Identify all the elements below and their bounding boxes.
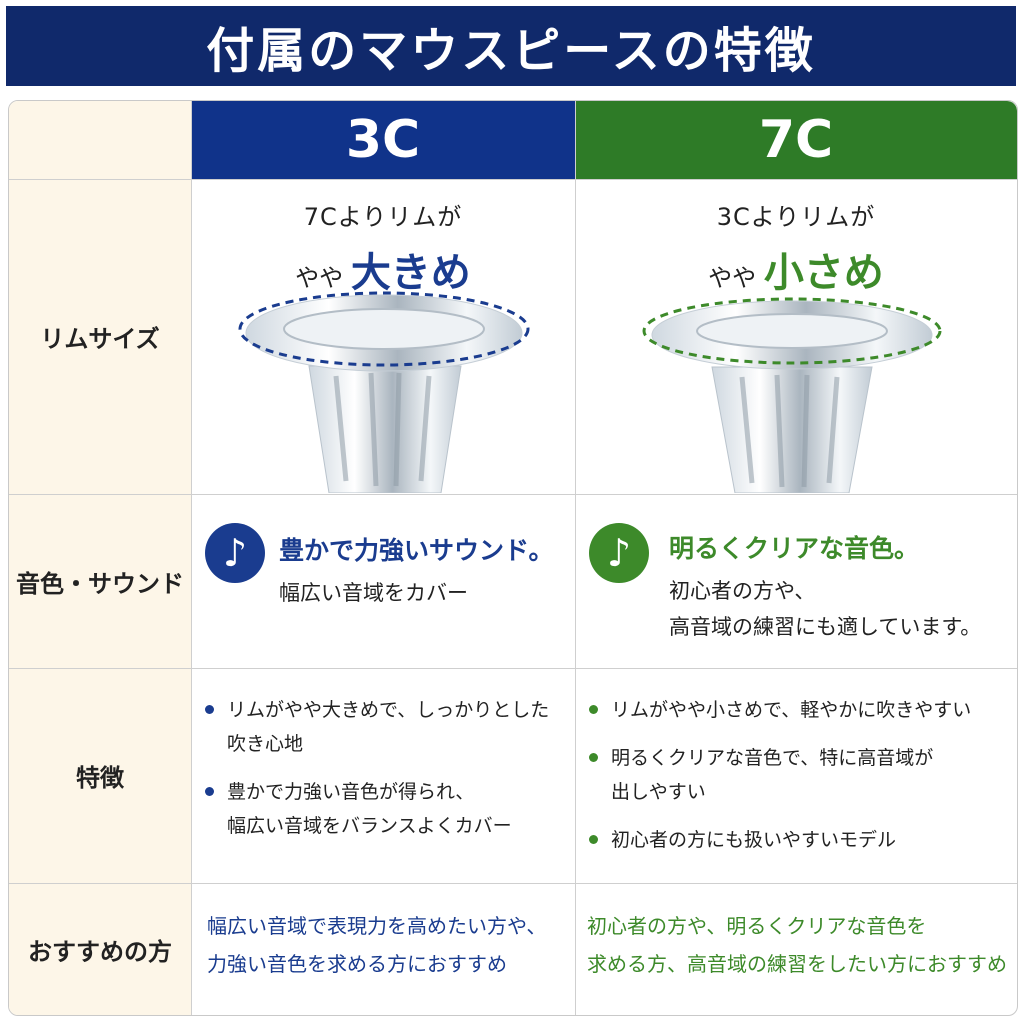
- divider: [575, 101, 576, 1015]
- row-label-column: [9, 101, 191, 1015]
- music-note-icon: ♪: [589, 523, 649, 583]
- sound-heading: 豊かで力強いサウンド。: [279, 536, 554, 565]
- row-label-features: 特徴: [76, 764, 124, 792]
- rim-prefix: やや: [295, 264, 344, 292]
- feature-list-7c: リムがやや小さめで、軽やかに吹きやすい 明るくクリアな音色で、特に高音域が 出し…: [589, 693, 1014, 857]
- feature-list-3c: リムがやや大きめで、しっかりとした 吹き心地 豊かで力強い音色が得られ、 幅広い…: [205, 693, 570, 843]
- mouthpiece-image-3c: [238, 291, 530, 493]
- divider: [191, 101, 192, 1015]
- list-item: リムがやや小さめで、軽やかに吹きやすい: [589, 693, 1014, 727]
- sound-line: 高音域の練習にも適しています。: [669, 615, 982, 639]
- column-header-3c: 3C: [191, 101, 575, 179]
- row-label-sound: 音色・サウンド: [16, 569, 184, 598]
- list-item: 明るくクリアな音色で、特に高音域が 出しやすい: [589, 741, 1014, 809]
- rim-emphasis: 大きめ: [350, 250, 471, 296]
- rim-emphasis: 小さめ: [763, 250, 884, 296]
- music-note-icon: ♪: [205, 523, 265, 583]
- page-title: 付属のマウスピースの特徴: [206, 23, 816, 79]
- recommend-text-7c: 初心者の方や、明るくクリアな音色を 求める方、高音域の練習をしたい方におすすめ: [587, 914, 1007, 976]
- list-item: 初心者の方にも扱いやすいモデル: [589, 823, 1014, 857]
- sound-line: 幅広い音域をカバー: [279, 581, 468, 605]
- rim-text-3c: 7Cよりリムが やや 大きめ: [191, 197, 575, 298]
- row-label-recommend: おすすめの方: [28, 937, 172, 966]
- sound-text-7c: 明るくクリアな音色。 初心者の方や、 高音域の練習にも適しています。: [669, 529, 1014, 645]
- divider: [9, 494, 1017, 495]
- list-item: リムがやや大きめで、しっかりとした 吹き心地: [205, 693, 570, 761]
- sound-line: 初心者の方や、: [669, 579, 816, 603]
- column-header-7c: 7C: [575, 101, 1017, 179]
- row-label-rim-size: リムサイズ: [40, 325, 160, 353]
- rim-line1: 3Cよりリムが: [716, 203, 876, 231]
- sound-text-3c: 豊かで力強いサウンド。 幅広い音域をカバー: [279, 531, 569, 611]
- divider: [9, 883, 1017, 884]
- mouthpiece-image-7c: [642, 297, 942, 493]
- rim-text-7c: 3Cよりリムが やや 小さめ: [575, 197, 1017, 298]
- rim-line1: 7Cよりリムが: [303, 203, 463, 231]
- divider: [9, 668, 1017, 669]
- comparison-table: 3C 7C リムサイズ 音色・サウンド 特徴 おすすめの方 7Cよりリムが やや…: [8, 100, 1018, 1016]
- recommend-text-3c: 幅広い音域で表現力を高めたい方や、 力強い音色を求める方におすすめ: [207, 914, 547, 976]
- divider: [9, 179, 1017, 180]
- sound-heading: 明るくクリアな音色。: [669, 534, 920, 563]
- list-item: 豊かで力強い音色が得られ、 幅広い音域をバランスよくカバー: [205, 775, 570, 843]
- rim-prefix: やや: [708, 264, 757, 292]
- page-banner: 付属のマウスピースの特徴: [6, 6, 1016, 86]
